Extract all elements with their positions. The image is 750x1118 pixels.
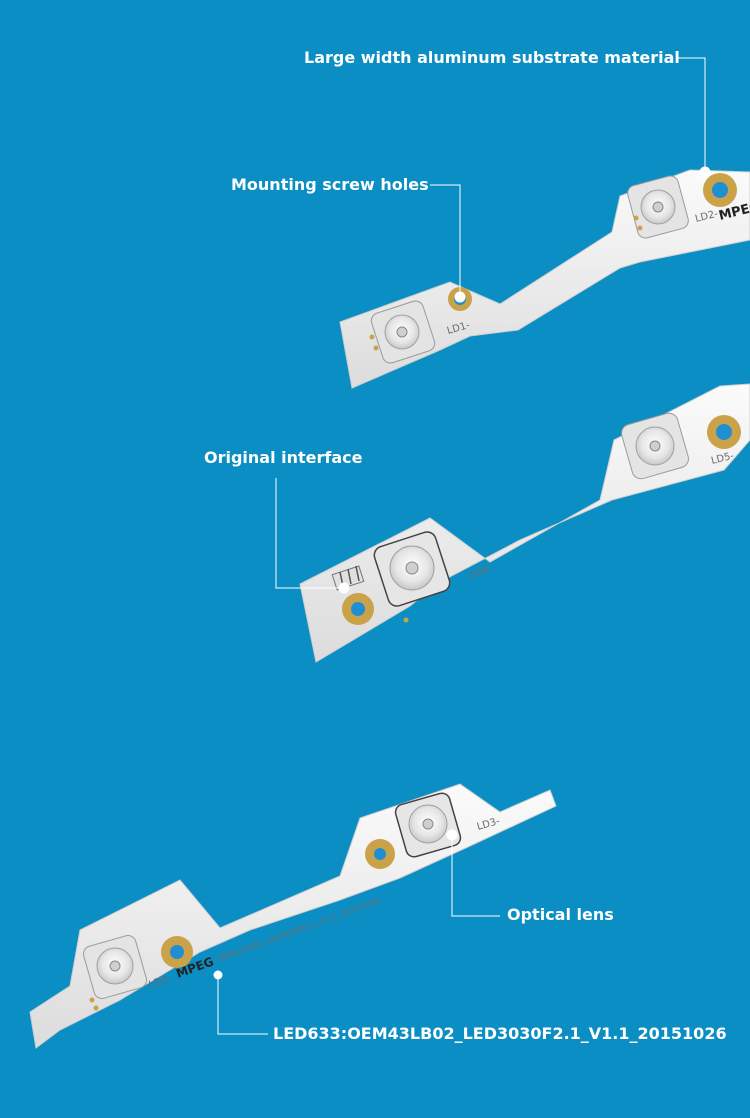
- callout-lens: Optical lens: [507, 905, 614, 924]
- screw-hole-icon: [351, 602, 365, 616]
- solder-dot: [369, 334, 375, 340]
- leader-dot-model: [213, 970, 223, 980]
- screw-hole-icon: [716, 424, 732, 440]
- solder-dot: [89, 997, 95, 1003]
- strip-3-led-1: [82, 934, 148, 1000]
- strip-1-led-1: [370, 300, 436, 364]
- strip-2-connector: [331, 565, 365, 591]
- strip-3-led-2: [394, 792, 462, 858]
- strip-2-screw-hole-1: [342, 593, 374, 625]
- screw-hole-icon: [374, 848, 386, 860]
- led-chip: [396, 326, 408, 338]
- screw-hole-icon: [712, 182, 728, 198]
- led-strip-2: LD4- LD5-: [299, 383, 750, 663]
- strip-3-screw-hole-2: [365, 839, 395, 869]
- leader-dot-screw-holes: [454, 291, 466, 303]
- screw-hole-icon: [170, 945, 184, 959]
- solder-dot: [373, 345, 379, 351]
- strip-1-screw-hole-2: [703, 173, 737, 207]
- led-chip: [652, 201, 664, 213]
- led-chip: [649, 440, 661, 452]
- leader-lens: [451, 835, 500, 917]
- led-chip: [109, 960, 121, 972]
- callout-interface: Original interface: [204, 448, 363, 467]
- leader-dot-substrate: [699, 166, 711, 178]
- strip-3-screw-hole-1: [161, 936, 193, 968]
- leader-dot-lens: [446, 829, 458, 841]
- callout-model: LED633:OEM43LB02_LED3030F2.1_V1.1_201510…: [273, 1024, 727, 1043]
- leader-interface: [275, 478, 344, 589]
- strip-2-led-2: [621, 412, 689, 480]
- solder-dot: [93, 1005, 99, 1011]
- leader-lines: [213, 57, 711, 1035]
- leader-substrate: [676, 57, 706, 172]
- callout-screw-holes: Mounting screw holes: [231, 175, 429, 194]
- strip-2-led-1: [373, 531, 451, 607]
- led-chip: [422, 818, 434, 830]
- solder-dot: [637, 225, 643, 231]
- led-strip-1: LD1- LD2- MPEG: [339, 169, 750, 389]
- leader-model: [217, 975, 268, 1035]
- leader-dot-interface: [338, 582, 350, 594]
- solder-dot: [633, 215, 639, 221]
- led-chip: [405, 561, 419, 575]
- leader-screw-holes: [430, 184, 461, 297]
- strip-2-label-ld4: LD4-: [468, 564, 494, 581]
- strip-2-screw-hole-2: [707, 415, 741, 449]
- callout-substrate: Large width aluminum substrate material: [304, 48, 680, 67]
- connector-icon: [331, 565, 365, 591]
- solder-dot: [403, 617, 409, 623]
- strip-1-led-2: [627, 175, 689, 239]
